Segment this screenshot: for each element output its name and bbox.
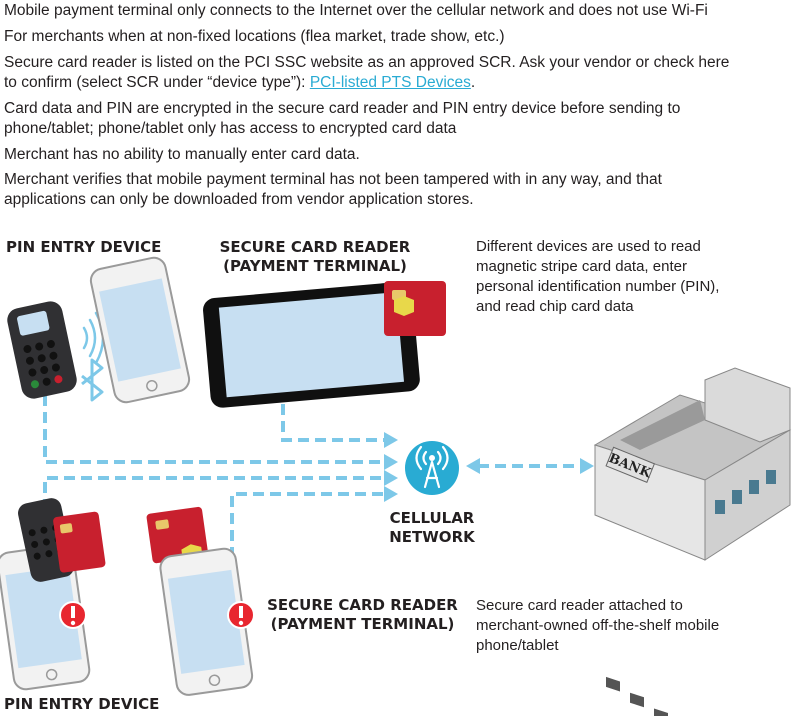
phone-top: [89, 256, 191, 404]
tablet-top: [203, 281, 420, 408]
arrowheads: [384, 432, 594, 502]
pin-pad-device-top: [7, 301, 77, 399]
description-top-3: personal identification number (PIN),: [476, 278, 720, 295]
description-bottom-1: Secure card reader attached to: [476, 597, 683, 614]
alert-icon: [59, 601, 87, 629]
description-top-2: magnetic stripe card data, enter: [476, 258, 687, 275]
phone-bottom-right: [159, 547, 254, 696]
dashed-line-pin-bottom: [43, 476, 385, 510]
label-scr-top-line1: SECURE CARD READER: [219, 238, 411, 256]
text-line-4-prefix: to confirm (select SCR under “device typ…: [4, 74, 310, 91]
label-pin-entry-top: PIN ENTRY DEVICE: [6, 238, 162, 256]
card-bottom-left: [53, 511, 106, 573]
text-line-2: For merchants when at non-fixed location…: [4, 28, 505, 45]
text-line-9: applications can only be downloaded from…: [4, 191, 474, 208]
description-bottom-3: phone/tablet: [476, 637, 559, 654]
text-line-8: Merchant verifies that mobile payment te…: [4, 171, 662, 188]
dashed-line-pin-top: [43, 378, 385, 464]
bank-building-icon: [593, 367, 792, 716]
text-line-7: Merchant has no ability to manually ente…: [4, 146, 360, 163]
text-line-6: phone/tablet; phone/tablet only has acce…: [4, 120, 457, 137]
dashed-line-scr-bottom: [230, 492, 385, 575]
alert-icon: [227, 601, 255, 629]
cell-tower-icon: [405, 441, 459, 495]
link-suffix: .: [470, 74, 476, 91]
label-cellular: CELLULAR: [389, 509, 475, 527]
label-pin-entry-bottom: PIN ENTRY DEVICE: [4, 695, 160, 713]
text-line-3: Secure card reader is listed on the PCI …: [4, 54, 730, 71]
text-line-1: Mobile payment terminal only connects to…: [4, 2, 708, 19]
dashed-line-scr-top: [281, 404, 385, 442]
label-scr-top-line2: (PAYMENT TERMINAL): [223, 257, 407, 275]
description-top-4: and read chip card data: [476, 298, 634, 315]
text-line-5: Card data and PIN are encrypted in the s…: [4, 100, 681, 117]
pci-devices-link[interactable]: PCI-listed PTS Devices: [309, 74, 471, 91]
description-top-1: Different devices are used to read: [476, 238, 701, 255]
bluetooth-icon: [81, 358, 104, 402]
card-reader-top: [384, 281, 446, 336]
phone-bottom-left: [0, 544, 91, 691]
label-scr-bottom-line2: (PAYMENT TERMINAL): [270, 615, 455, 633]
label-network: NETWORK: [389, 528, 475, 546]
text-line-4: to confirm (select SCR under “device typ…: [4, 72, 475, 93]
description-bottom-2: merchant-owned off-the-shelf mobile: [476, 617, 720, 634]
label-scr-bottom-line1: SECURE CARD READER: [267, 596, 458, 614]
